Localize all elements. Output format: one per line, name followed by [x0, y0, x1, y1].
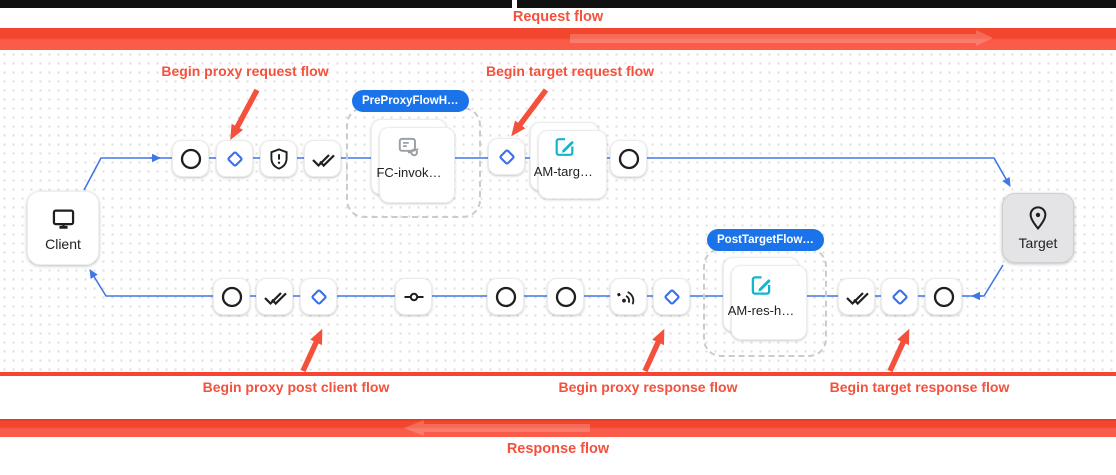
annotation-begin-proxy-post-client-flow: Begin proxy post client flow: [202, 379, 390, 395]
annotation-begin-target-response-flow: Begin target response flow: [829, 379, 1010, 395]
assign-message-response-policy-card[interactable]: AM-res-h…: [723, 257, 807, 340]
flow-callout-icon: [398, 137, 419, 157]
done-all-icon: [311, 153, 335, 167]
canvas-bottom-divider: [0, 372, 1116, 376]
broadcast-step-node[interactable]: [610, 278, 647, 315]
target-response-done-all-node[interactable]: [838, 278, 875, 315]
response-flow-banner-label: Response flow: [506, 441, 610, 457]
top-border-notch: [512, 0, 517, 8]
request-flow-bar: [0, 28, 1116, 50]
client-node-label: Client: [45, 235, 81, 252]
target-response-flow-condition-node[interactable]: [881, 278, 918, 315]
assign-message-edit-icon: [751, 275, 771, 295]
target-node[interactable]: Target: [1002, 193, 1074, 263]
annotation-begin-target-request-flow: Begin target request flow: [485, 63, 655, 79]
broadcast-icon: [616, 290, 634, 305]
condition-diamond-icon: [663, 288, 680, 305]
shield-check-icon: [269, 147, 288, 170]
request-start-step-node[interactable]: [172, 140, 209, 177]
assign-message-target-policy-card[interactable]: AM-targe…: [530, 122, 607, 199]
policy-card-label: AM-targe…: [533, 164, 596, 179]
target-request-end-step-node[interactable]: [610, 140, 647, 177]
circle-step-icon: [618, 148, 639, 169]
policy-card-label: AM-res-h…: [727, 302, 795, 318]
response-step-node[interactable]: [547, 278, 584, 315]
place-pin-icon: [1029, 206, 1047, 230]
circle-step-icon: [221, 286, 242, 307]
circle-step-icon: [495, 286, 516, 307]
circle-step-icon: [933, 286, 954, 307]
security-shield-step-node[interactable]: [260, 140, 297, 177]
request-flow-arrow-icon: [570, 34, 976, 43]
done-all-icon: [845, 291, 869, 305]
condition-diamond-icon: [226, 150, 243, 167]
response-flow-bar: [0, 419, 1116, 437]
condition-diamond-icon: [310, 288, 327, 305]
condition-diamond-icon: [498, 148, 515, 165]
target-node-label: Target: [1018, 235, 1058, 251]
flow-canvas[interactable]: [0, 50, 1116, 372]
circle-step-icon: [180, 148, 201, 169]
flow-callout-policy-card[interactable]: FC-invok…: [371, 119, 455, 203]
request-flow-arrowhead-icon: [976, 30, 993, 46]
circle-step-icon: [555, 286, 576, 307]
annotation-begin-proxy-response-flow: Begin proxy response flow: [558, 379, 738, 395]
proxy-response-flow-condition-node[interactable]: [653, 278, 690, 315]
proxy-request-flow-condition-node[interactable]: [216, 140, 253, 177]
pre-proxy-flow-hook-badge[interactable]: PreProxyFlowH…: [352, 90, 469, 112]
request-flow-banner-label: Request flow: [512, 9, 604, 25]
response-flow-arrowhead-icon: [404, 420, 424, 436]
top-border-bar: [0, 0, 1116, 8]
done-all-icon: [263, 291, 287, 305]
proxy-post-client-condition-node[interactable]: [300, 278, 337, 315]
assign-message-edit-icon: [555, 138, 574, 156]
endpoint-socket-step-node[interactable]: [395, 278, 432, 315]
post-client-done-all-node[interactable]: [256, 278, 293, 315]
post-target-flow-hook-badge[interactable]: PostTargetFlow…: [707, 229, 824, 251]
response-step-node[interactable]: [487, 278, 524, 315]
done-all-step-node[interactable]: [304, 140, 341, 177]
annotation-begin-proxy-request-flow: Begin proxy request flow: [161, 63, 329, 79]
target-response-start-step-node[interactable]: [925, 278, 962, 315]
endpoint-socket-icon: [404, 292, 423, 301]
post-client-end-step-node[interactable]: [213, 278, 250, 315]
client-node[interactable]: Client: [27, 191, 99, 265]
policy-card-label: FC-invok…: [376, 165, 442, 180]
response-flow-arrow-icon: [424, 424, 590, 432]
condition-diamond-icon: [891, 288, 908, 305]
target-request-flow-condition-node[interactable]: [488, 138, 525, 175]
monitor-icon: [52, 209, 74, 229]
